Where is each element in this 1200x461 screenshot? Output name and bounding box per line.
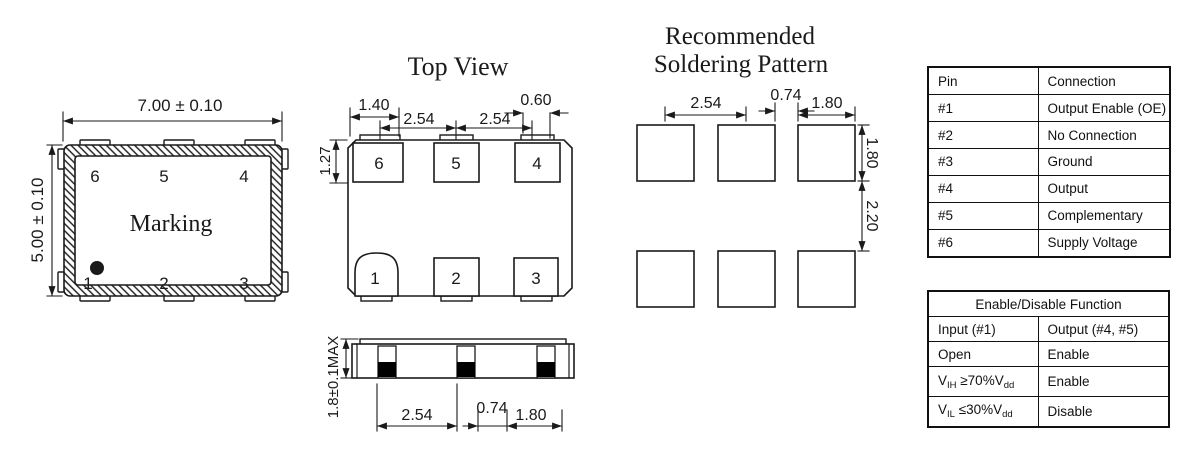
pad-3 <box>513 257 559 297</box>
side-view-inner-lines <box>356 343 570 379</box>
pad-4-label: 4 <box>532 154 541 173</box>
pin-cell: #2 <box>927 121 1039 150</box>
connection-cell: Supply Voltage <box>1037 228 1171 258</box>
package-width-dim-label: 7.00 ± 0.10 <box>138 96 223 115</box>
connection-cell: Output Enable (OE) <box>1037 94 1171 123</box>
connection-header-cell: Connection <box>1037 66 1171 96</box>
table-row: Pin Connection <box>927 66 1171 96</box>
package-height-dim-label: 5.00 ± 0.10 <box>28 178 47 263</box>
package-cavity <box>74 155 272 286</box>
dim-1-27-label: 1.27 <box>317 146 334 175</box>
side-view: 1.8±0.1MAX 2.54 0.74 1.80 <box>325 336 575 432</box>
dim-2-54a-label: 2.54 <box>403 111 434 128</box>
pin-cell: #3 <box>927 148 1039 176</box>
input-cell: VIH ≥70%Vdd <box>927 366 1039 397</box>
output-header-cell: Output (#4, #5) <box>1037 316 1170 343</box>
pin-3-label: 3 <box>239 274 248 293</box>
input-header-cell: Input (#1) <box>927 316 1039 343</box>
solder-dim-2-54-label: 2.54 <box>690 95 721 112</box>
side-dim-2-54-label: 2.54 <box>401 407 432 424</box>
connection-cell: No Connection <box>1037 121 1171 150</box>
side-dim-1-80-label: 1.80 <box>515 407 546 424</box>
soldering-title-line2: Soldering Pattern <box>654 51 829 78</box>
pin-1-label: 1 <box>83 274 92 293</box>
table-row: VIL ≤30%Vdd Disable <box>927 395 1170 428</box>
pad-2-label: 2 <box>451 269 460 288</box>
dim-2-54b-label: 2.54 <box>479 111 510 128</box>
table-row: Enable/Disable Function <box>927 290 1170 318</box>
pad-1-dome <box>354 252 399 297</box>
pin-cell: #6 <box>927 228 1039 258</box>
dim-1-40-label: 1.40 <box>358 97 389 114</box>
side-dim-0-74-label: 0.74 <box>476 400 507 417</box>
table-row: VIH ≥70%Vdd Enable <box>927 366 1170 397</box>
table-row: Open Enable <box>927 341 1170 368</box>
pad-1-label: 1 <box>370 269 379 288</box>
top-view-title: Top View <box>408 52 509 81</box>
table-row: #1 Output Enable (OE) <box>927 94 1171 123</box>
pin1-index-dot <box>90 261 104 275</box>
side-view-dimension-lines <box>340 338 563 432</box>
output-cell: Enable <box>1037 366 1170 397</box>
soldering-pattern-view: Recommended Soldering Pattern 2. <box>636 23 880 308</box>
pad-5 <box>433 142 480 183</box>
enable-table-title: Enable/Disable Function <box>927 290 1170 318</box>
table-row: #5 Complementary <box>927 201 1171 230</box>
solder-dim-0-74-label: 0.74 <box>770 87 801 104</box>
package-outline-view: 6 5 4 1 2 3 Marking 7.00 ± 0.10 5.00 ± 0… <box>28 96 289 302</box>
pin-cell: #4 <box>927 174 1039 203</box>
side-height-dim-label: 1.8±0.1MAX <box>325 336 342 418</box>
connection-cell: Output <box>1037 174 1171 203</box>
connection-cell: Ground <box>1037 148 1171 176</box>
solder-dim-2-20-label: 2.20 <box>863 200 880 231</box>
table-row: #2 No Connection <box>927 121 1171 150</box>
output-cell: Enable <box>1037 341 1170 368</box>
package-pin-numbers: 6 5 4 1 2 3 <box>83 167 248 293</box>
package-height-dimension <box>46 144 63 297</box>
pin-cell: #1 <box>927 94 1039 123</box>
solder-dim-1-80-top-label: 1.80 <box>811 95 842 112</box>
pin-header-cell: Pin <box>927 66 1039 96</box>
pin-2-label: 2 <box>159 274 168 293</box>
connection-cell: Complementary <box>1037 201 1171 230</box>
pad-4 <box>514 142 561 183</box>
table-row: #4 Output <box>927 174 1171 203</box>
pin-6-label: 6 <box>90 167 99 186</box>
input-open: Open <box>938 346 972 362</box>
pad-5-label: 5 <box>451 154 460 173</box>
enable-disable-table: Enable/Disable Function Input (#1) Outpu… <box>927 290 1170 428</box>
pad-2 <box>433 257 480 297</box>
pin-4-label: 4 <box>239 167 248 186</box>
soldering-pads <box>636 124 856 308</box>
pin-5-label: 5 <box>159 167 168 186</box>
pad-6 <box>352 142 404 183</box>
top-view-pads <box>352 142 561 297</box>
marking-label: Marking <box>130 211 213 237</box>
pin-connection-table: Pin Connection #1 Output Enable (OE) #2 … <box>927 66 1171 258</box>
top-view-dimension-lines <box>329 107 569 184</box>
package-width-dimension <box>62 111 283 142</box>
top-view-pad-numbers: 6 5 4 1 2 3 <box>370 154 541 288</box>
soldering-title-line1: Recommended <box>665 23 815 50</box>
side-view-solder-pads <box>378 362 555 377</box>
table-row: Input (#1) Output (#4, #5) <box>927 316 1170 343</box>
pad-3-label: 3 <box>531 269 540 288</box>
solder-dim-1-80-right-label: 1.80 <box>863 137 880 168</box>
input-cell: Open <box>927 341 1039 368</box>
table-row: #3 Ground <box>927 148 1171 176</box>
soldering-dimension-lines <box>664 102 870 252</box>
pin-cell: #5 <box>927 201 1039 230</box>
pad-6-label: 6 <box>374 154 383 173</box>
top-view: Top View 6 5 4 1 2 3 <box>317 52 573 302</box>
output-cell: Disable <box>1037 395 1170 428</box>
table-row: #6 Supply Voltage <box>927 228 1171 258</box>
dim-0-60-label: 0.60 <box>520 92 551 109</box>
input-cell: VIL ≤30%Vdd <box>927 395 1039 428</box>
